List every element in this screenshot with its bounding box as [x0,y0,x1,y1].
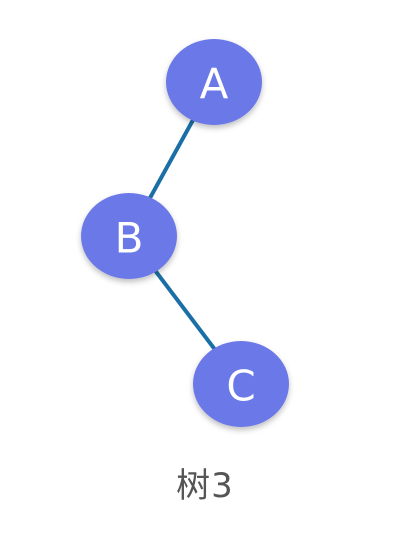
node-c: C [193,341,289,427]
node-c-label: C [226,362,255,411]
node-b: B [81,193,177,279]
diagram-caption: 树3 [176,466,234,506]
node-b-label: B [115,214,144,263]
node-a-label: A [200,60,229,109]
node-a: A [166,39,262,125]
